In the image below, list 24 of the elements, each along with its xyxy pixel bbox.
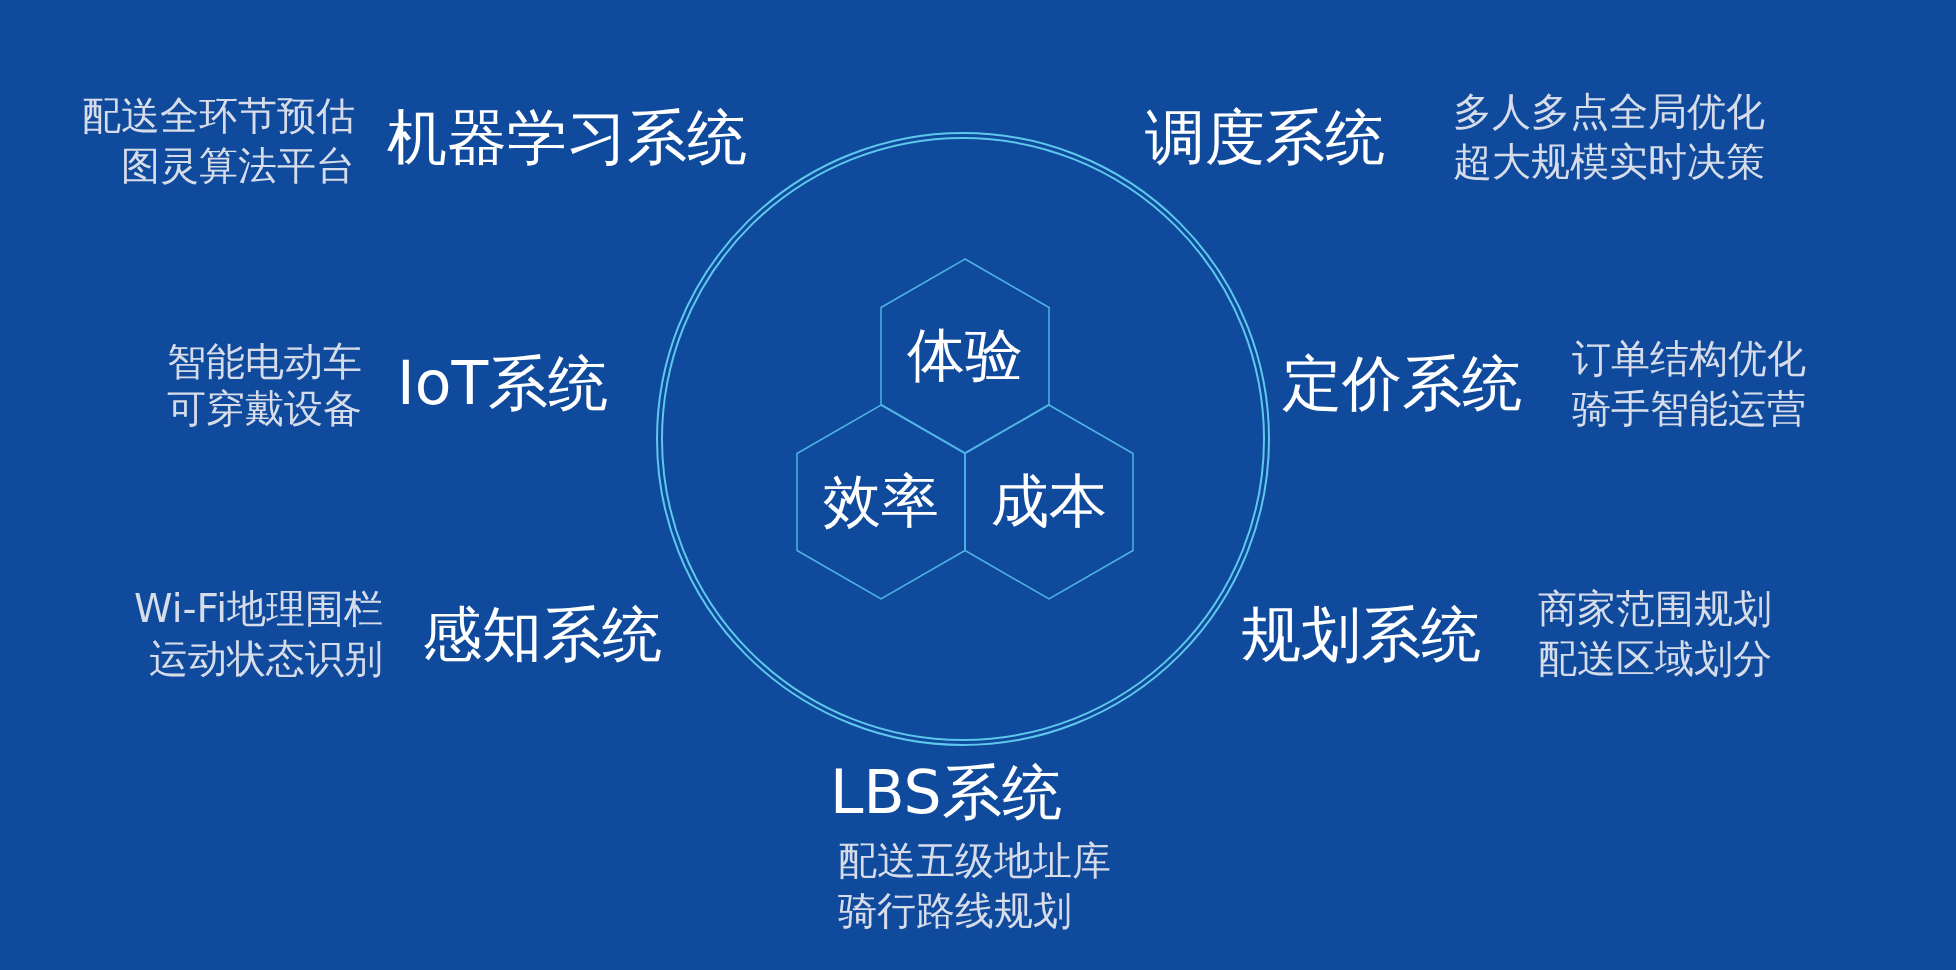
feature-text: 多人多点全局优化 [1453, 90, 1765, 134]
feature-text: 商家范围规划 [1538, 587, 1772, 631]
hexagon-label: 效率 [823, 465, 939, 537]
feature-text: 订单结构优化 [1572, 337, 1806, 381]
feature-text: 骑手智能运营 [1572, 387, 1806, 431]
system-title: 调度系统 [1145, 104, 1385, 170]
feature-text: 智能电动车 [167, 340, 362, 384]
feature-text: 运动状态识别 [149, 637, 383, 681]
hexagon-label: 成本 [991, 465, 1107, 537]
feature-text: 配送全环节预估 [82, 94, 355, 138]
system-title: 规划系统 [1241, 601, 1481, 667]
feature-text: 配送五级地址库 [838, 839, 1111, 883]
feature-text: Wi-Fi地理围栏 [133, 587, 383, 631]
feature-text: 可穿戴设备 [167, 387, 362, 431]
feature-text: 配送区域划分 [1538, 637, 1772, 681]
system-title: 感知系统 [422, 601, 662, 667]
system-title: IoT系统 [397, 350, 609, 416]
feature-text: 超大规模实时决策 [1453, 140, 1765, 184]
feature-text: 骑行路线规划 [838, 889, 1072, 933]
system-title: 机器学习系统 [387, 104, 747, 170]
hexagon-label: 体验 [907, 320, 1023, 391]
feature-text: 图灵算法平台 [121, 144, 355, 188]
system-title: 定价系统 [1282, 350, 1522, 416]
system-title: LBS系统 [830, 759, 1062, 825]
